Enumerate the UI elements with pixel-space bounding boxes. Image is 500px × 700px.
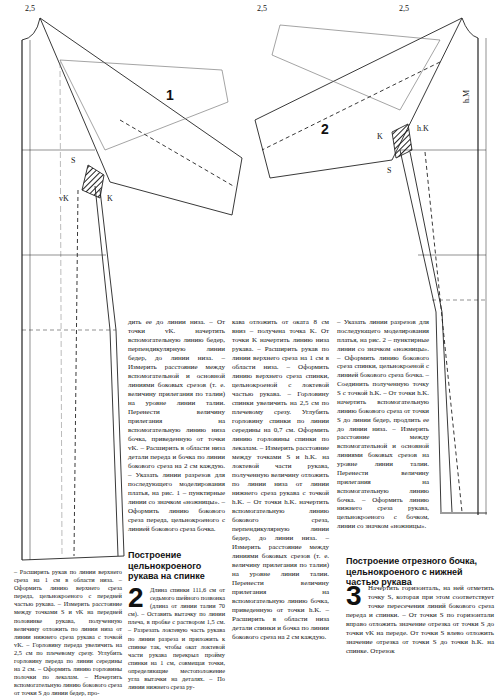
pattern-line (60, 60, 228, 150)
pattern-line (22, 18, 40, 40)
pattern-line (22, 556, 124, 560)
body-text: – Указать линии разрезов для последующег… (337, 318, 429, 531)
point-label: K (376, 132, 384, 141)
figure-number: 1 (165, 88, 175, 102)
point-label: K (106, 194, 114, 203)
cap-space (346, 584, 368, 608)
pattern-line (22, 255, 106, 256)
pattern-line (100, 190, 124, 556)
dimension: 2,5 (398, 4, 410, 13)
pattern-line (95, 186, 118, 556)
pattern-line (30, 40, 31, 560)
pattern-line (432, 300, 486, 301)
pattern-line (425, 152, 462, 512)
body-text: – Расширить рукав по линии верхнего срез… (14, 568, 122, 698)
pattern-line (60, 62, 62, 556)
pattern-line (120, 120, 235, 187)
body-text: Длина спинки 111,6 см от седьмого шейног… (128, 586, 225, 691)
pattern-line (418, 255, 486, 256)
cap-space (128, 586, 150, 608)
point-label: S (386, 166, 392, 175)
pattern-line (486, 38, 487, 515)
pattern-line (400, 150, 486, 151)
pattern-line (440, 513, 487, 514)
pattern-line (40, 18, 242, 215)
point-label: vK (58, 194, 70, 203)
pattern-line (462, 18, 478, 38)
section-heading: Построение цельнокроеного рукава на спин… (128, 550, 225, 582)
pattern-line (477, 38, 478, 515)
step-number: 2 (128, 584, 144, 612)
pattern-line (74, 190, 78, 556)
point-label: S (70, 156, 76, 165)
dimension: 2,5 (24, 4, 36, 13)
body-text: Начертить горизонталь, на ней отметить т… (346, 584, 494, 656)
step-number: 3 (346, 582, 362, 610)
pattern-line (21, 40, 22, 560)
body-text: кава отложить от оката 8 см вниз – получ… (232, 318, 329, 642)
pattern-line (22, 150, 95, 151)
pattern-line (262, 62, 440, 150)
pattern-line (255, 18, 462, 178)
pattern-line (82, 165, 104, 198)
point-label: h.K (416, 124, 430, 133)
pattern-line (392, 124, 412, 158)
dimension: 2,5 (256, 4, 268, 13)
section-heading: Построение отрезного бочка, цельнокроено… (346, 556, 494, 588)
figure-number: 2 (320, 122, 330, 136)
pattern-line (22, 330, 116, 331)
pattern-line (272, 25, 440, 110)
body-text: дить ее до линии низа. – От точки vK. на… (128, 318, 225, 534)
point-label: h.M (462, 89, 471, 104)
